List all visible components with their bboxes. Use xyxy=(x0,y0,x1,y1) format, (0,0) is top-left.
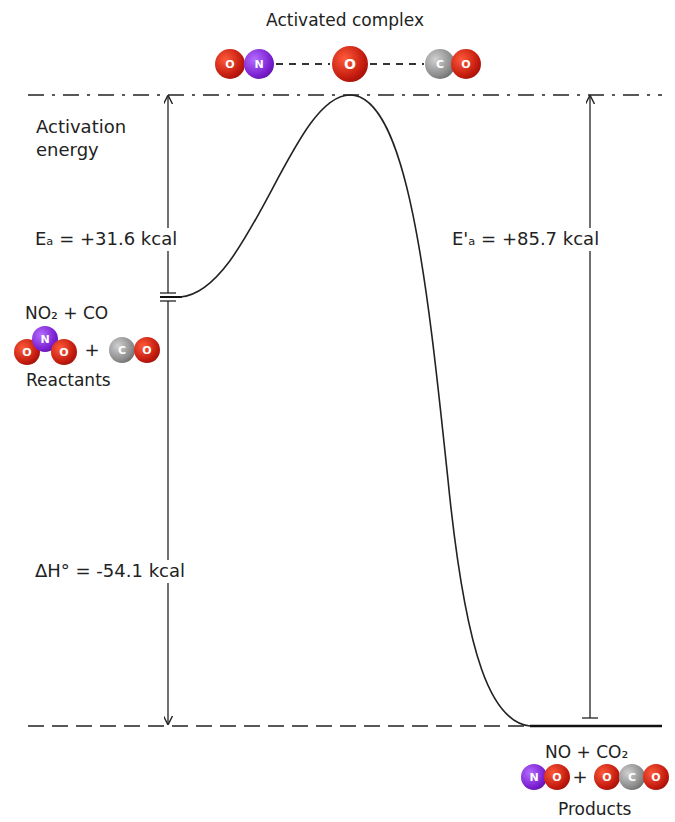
state-label: Products xyxy=(558,799,631,820)
atom-ball: O xyxy=(134,337,160,363)
dh-tick xyxy=(160,300,176,301)
energy-label: Eₐ = +31.6 kcal xyxy=(33,228,179,251)
partial-bond xyxy=(276,63,330,65)
axis-note: Activation energy xyxy=(36,116,166,161)
atom-ball: O xyxy=(594,764,620,790)
energy-label: ΔH° = -54.1 kcal xyxy=(33,560,187,583)
diagram-title: Activated complex xyxy=(266,10,424,31)
plus-sign: + xyxy=(84,339,99,362)
ea-reverse-arrow xyxy=(589,96,590,718)
formula-label: NO₂ + CO xyxy=(25,303,108,324)
ea-tick xyxy=(160,292,176,293)
atom-ball: O xyxy=(643,764,669,790)
atom-ball: C xyxy=(619,764,645,790)
product-level-dashed xyxy=(28,725,530,726)
energy-curve xyxy=(180,95,530,726)
ea-arrow xyxy=(167,96,168,293)
plus-sign: + xyxy=(572,766,587,789)
dh-arrow xyxy=(167,301,168,724)
atom-ball: O xyxy=(51,339,77,365)
formula-label: NO + CO₂ xyxy=(545,742,628,763)
atom-ball: O xyxy=(451,49,481,79)
energy-label: E'ₐ = +85.7 kcal xyxy=(450,228,601,251)
reactant-level xyxy=(160,296,182,298)
ea-reverse-tick xyxy=(582,717,598,718)
partial-bond xyxy=(370,63,424,65)
atom-ball: O xyxy=(544,764,570,790)
product-level xyxy=(530,725,662,728)
state-label: Reactants xyxy=(26,370,111,391)
atom-ball: N xyxy=(244,49,274,79)
atom-ball: O xyxy=(332,46,368,82)
atom-ball: C xyxy=(109,337,135,363)
atom-ball: O xyxy=(215,49,245,79)
